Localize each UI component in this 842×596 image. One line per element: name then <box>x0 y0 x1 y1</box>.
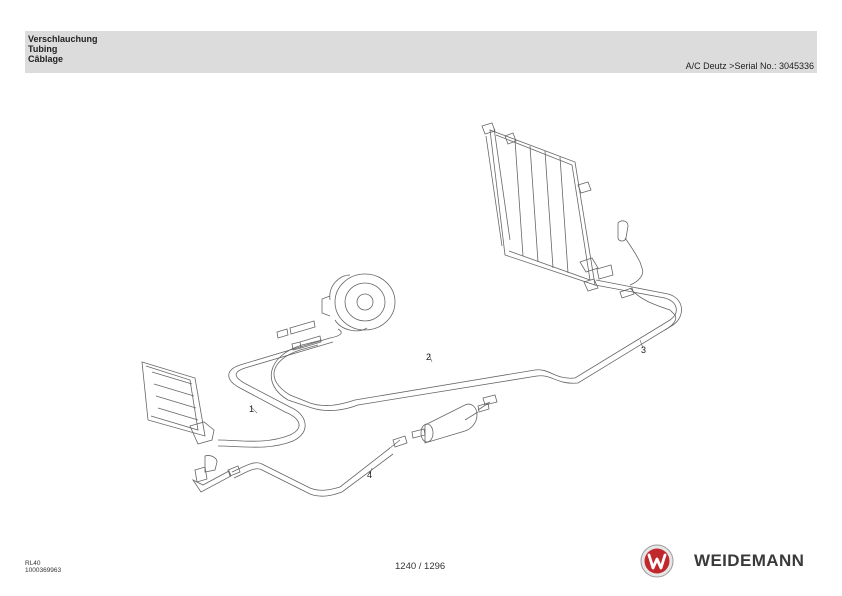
hose-2-inner <box>270 279 682 411</box>
title-german: Verschlauchung <box>28 34 98 44</box>
callout-2: 2 <box>426 352 431 362</box>
receiver-dryer <box>392 394 498 448</box>
hose-4-inner <box>233 453 394 497</box>
model-serial: A/C Deutz >Serial No.: 3045336 <box>685 61 814 71</box>
header-bar: Verschlauchung Tubing Câblage A/C Deutz … <box>25 31 817 73</box>
callout-3: 3 <box>641 345 646 355</box>
hose-3 <box>629 287 677 331</box>
evaporator <box>141 361 215 445</box>
weidemann-w-logo-icon <box>640 544 674 578</box>
model-code: RL40 <box>25 560 41 567</box>
hose-4 <box>231 447 391 491</box>
title-french: Câblage <box>28 54 64 64</box>
document-number: 1000369963 <box>25 567 62 574</box>
callout-1: 1 <box>249 404 254 414</box>
brand-name: WEIDEMANN <box>694 551 805 570</box>
hose-1-inner <box>217 341 334 448</box>
hose-2 <box>273 284 677 406</box>
hose-4-b <box>389 401 491 449</box>
hose-3-a <box>624 237 644 286</box>
footer-info: RL40 1000369963 <box>25 560 61 574</box>
hose-1 <box>217 328 342 442</box>
pipe-fittings <box>191 287 635 493</box>
title-english: Tubing <box>28 44 58 54</box>
compressor <box>321 273 396 332</box>
condenser <box>481 122 629 292</box>
callout-4: 4 <box>367 470 372 480</box>
page-number: 1240 / 1296 <box>395 561 446 572</box>
compressor-fittings <box>276 320 322 351</box>
